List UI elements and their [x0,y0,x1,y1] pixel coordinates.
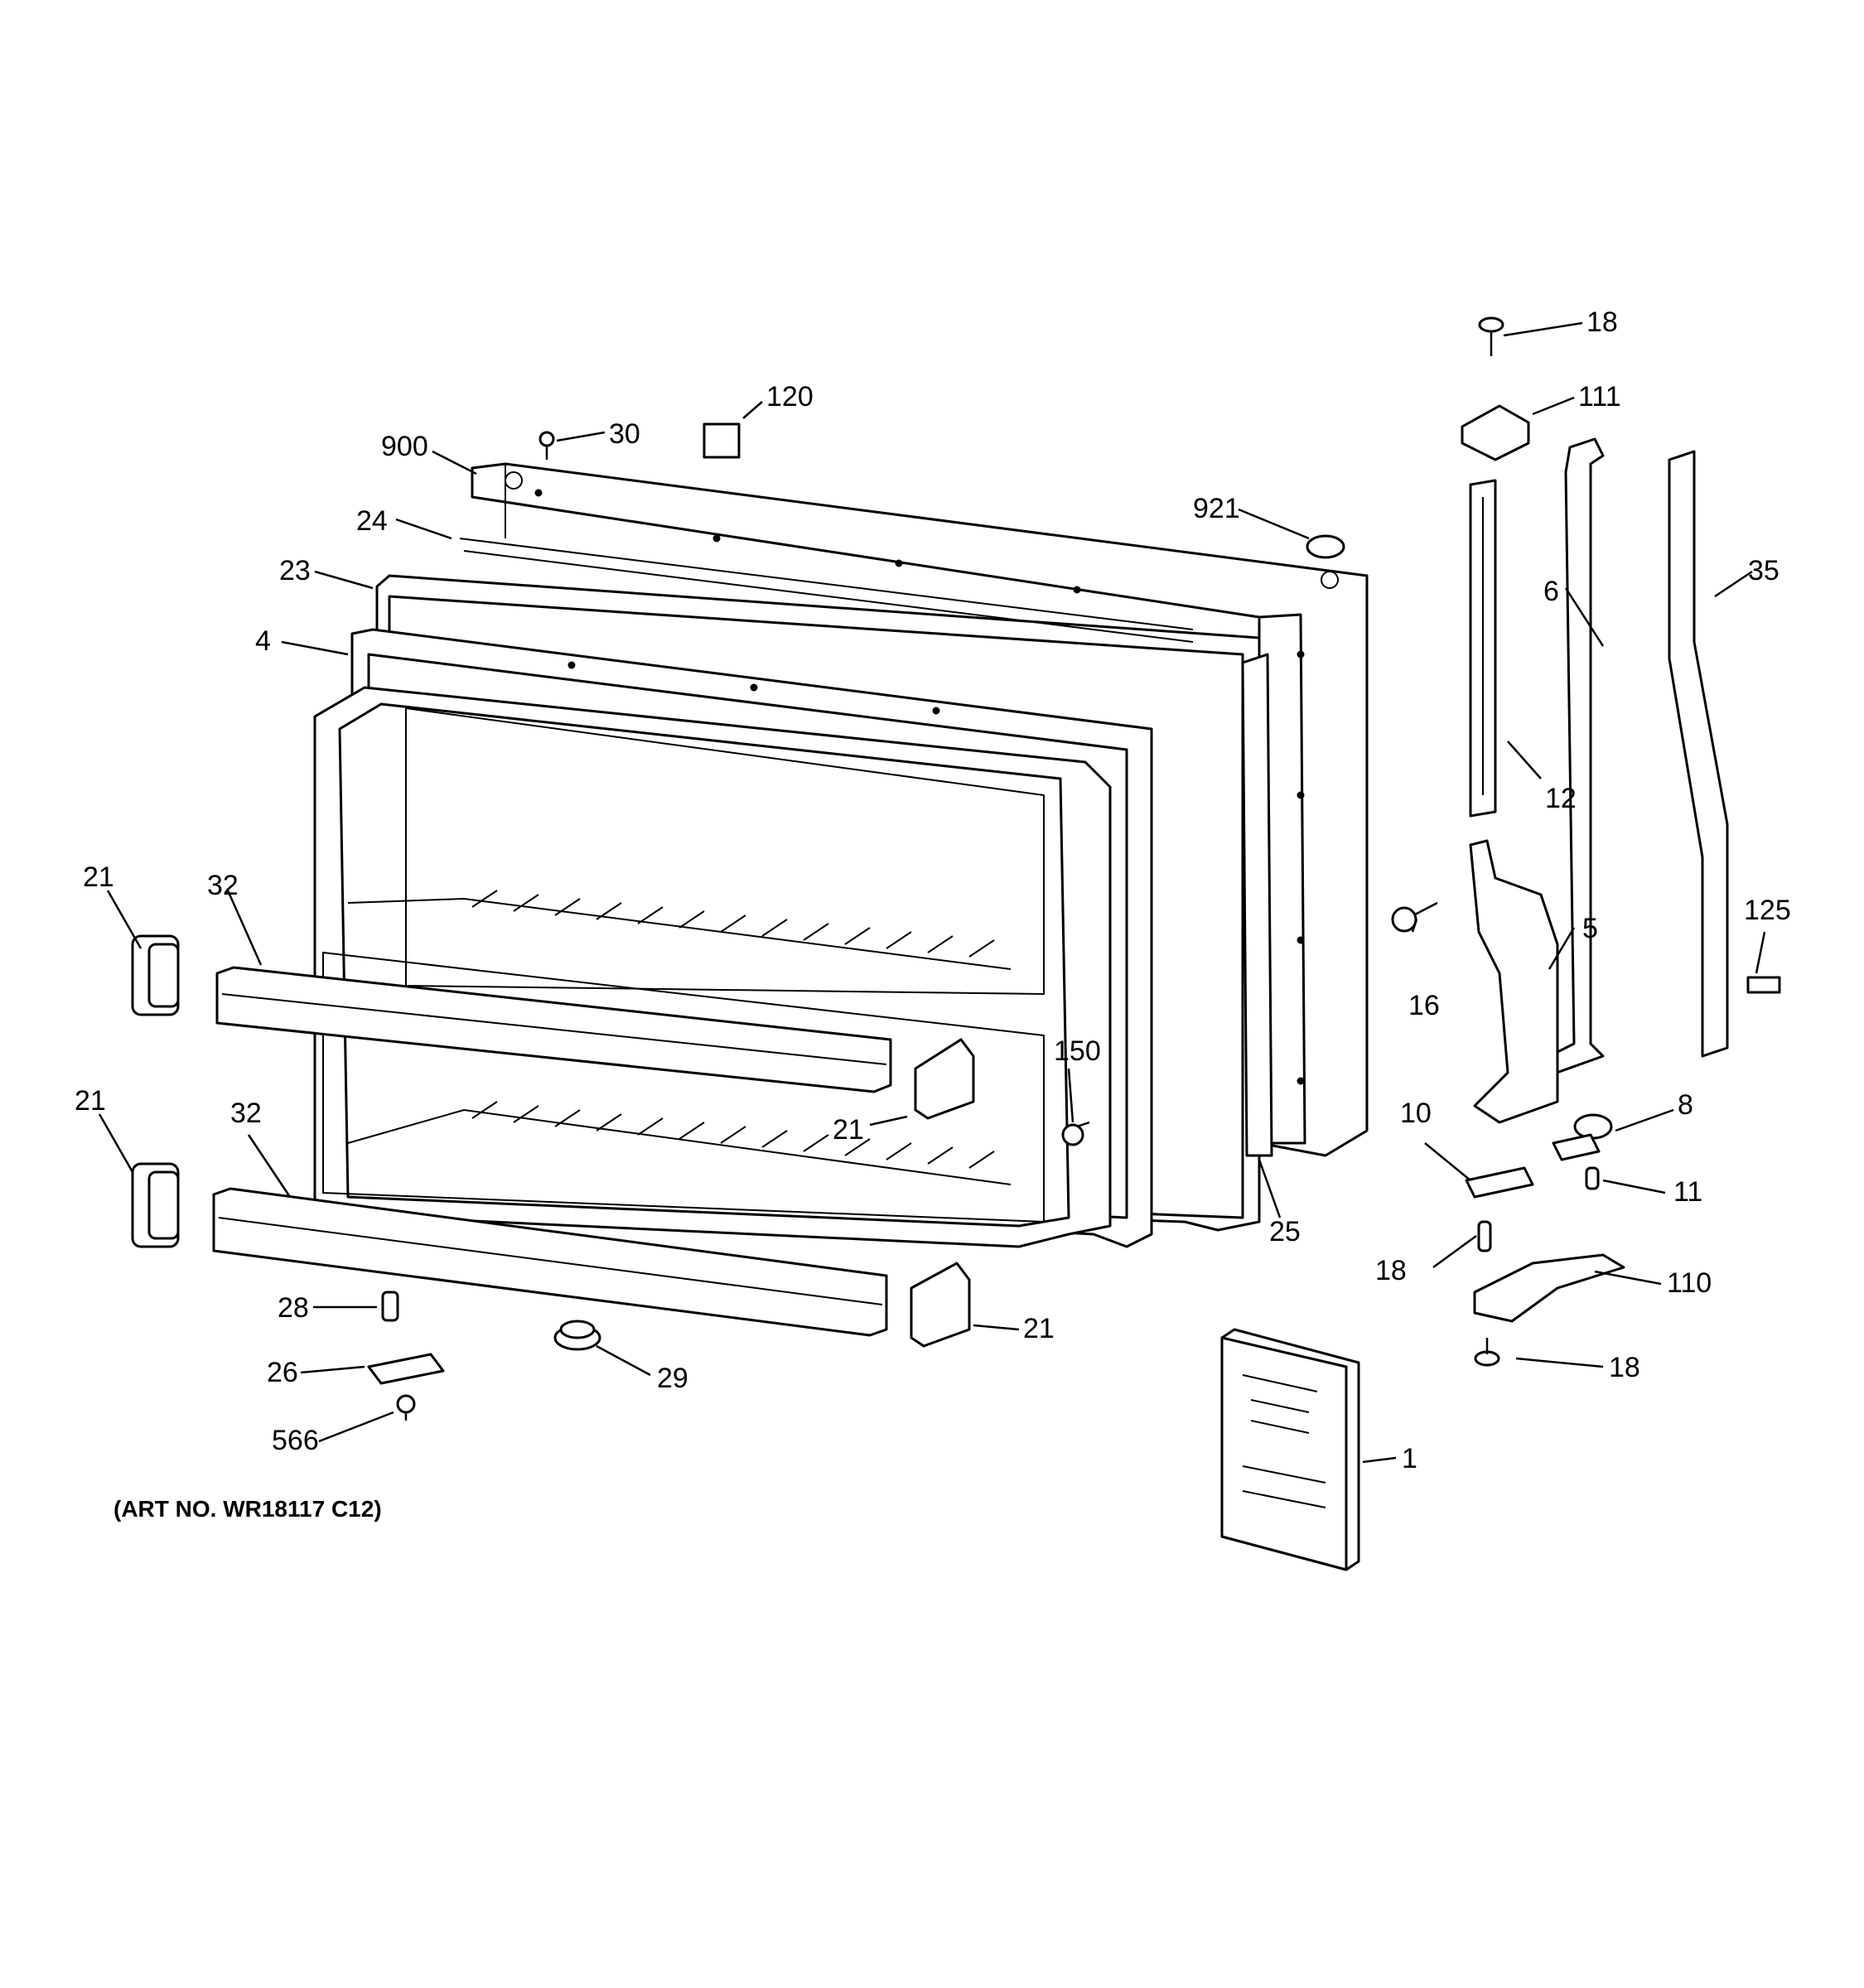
callout-4: 4 [255,625,271,657]
screw-30 [538,431,555,460]
callout-28: 28 [278,1292,309,1324]
screw-16 [1391,901,1438,933]
screw-18-middle [1477,1220,1492,1252]
callout-120: 120 [766,381,814,413]
callout-900: 900 [381,431,428,462]
callout-566: 566 [272,1425,319,1456]
cam-8 [1552,1113,1613,1161]
callout-35: 35 [1748,555,1779,586]
callout-11: 11 [1673,1176,1702,1208]
owners-manual [1220,1328,1360,1571]
grommet-29 [553,1320,601,1351]
strip-12 [1469,479,1497,818]
plate-10 [1465,1166,1534,1199]
block-125 [1746,976,1781,994]
lower-shelf-bar [212,1187,888,1337]
trim-35 [1668,450,1729,1058]
end-cap-left-lower [131,1162,180,1248]
screw-150 [1061,1121,1090,1146]
callout-32-upper: 32 [207,870,239,901]
callout-6: 6 [1543,576,1559,607]
callout-8: 8 [1678,1089,1693,1121]
callout-30: 30 [609,418,640,450]
callout-111: 111 [1578,381,1621,413]
callout-18-middle: 18 [1375,1255,1407,1286]
callout-labels: 900 30 120 24 23 4 921 18 111 6 35 12 21… [75,306,1791,1474]
upper-shelf-bar [215,966,892,1093]
callout-21-upper-right: 21 [833,1114,864,1146]
screw-18-top [1478,316,1504,356]
screw-18-bottom [1474,1338,1500,1367]
callout-150: 150 [1054,1035,1101,1067]
gasket-strip [1241,653,1273,1157]
callout-12: 12 [1545,783,1577,814]
callout-110: 110 [1667,1267,1712,1299]
callout-18-top: 18 [1586,306,1618,338]
callout-10: 10 [1400,1098,1432,1129]
callout-21-lower-left: 21 [75,1085,106,1117]
art-number-caption: (ART NO. WR18117 C12) [113,1496,382,1522]
end-cap-right-lower [910,1262,971,1348]
callout-21-upper-left: 21 [83,861,114,893]
callout-23: 23 [279,555,311,586]
hinge-111 [1461,404,1530,461]
plate-26 [367,1353,445,1385]
hinge-6 [1539,437,1605,1078]
screw-28 [381,1291,399,1322]
door-liner [313,686,1112,1248]
leader-lines [98,321,1766,1464]
hinge-110 [1473,1253,1625,1323]
callout-24: 24 [356,505,388,537]
callout-18-bottom: 18 [1609,1352,1640,1383]
callout-29: 29 [657,1363,688,1394]
screw-566 [396,1394,416,1421]
plug-921 [1306,534,1345,559]
end-cap-right-upper [914,1038,975,1120]
callout-32-lower: 32 [230,1098,262,1129]
callout-1: 1 [1402,1443,1417,1474]
callout-125: 125 [1744,895,1791,926]
callout-921: 921 [1193,493,1240,524]
end-cap-left-upper [131,934,180,1016]
bracket-5 [1469,839,1559,1124]
callout-16: 16 [1408,990,1440,1021]
callout-21-lower-right: 21 [1023,1313,1055,1344]
screw-11 [1585,1166,1600,1190]
callout-26: 26 [267,1357,298,1388]
callout-25: 25 [1269,1216,1301,1247]
callout-5: 5 [1582,913,1598,944]
block-120 [703,422,741,459]
